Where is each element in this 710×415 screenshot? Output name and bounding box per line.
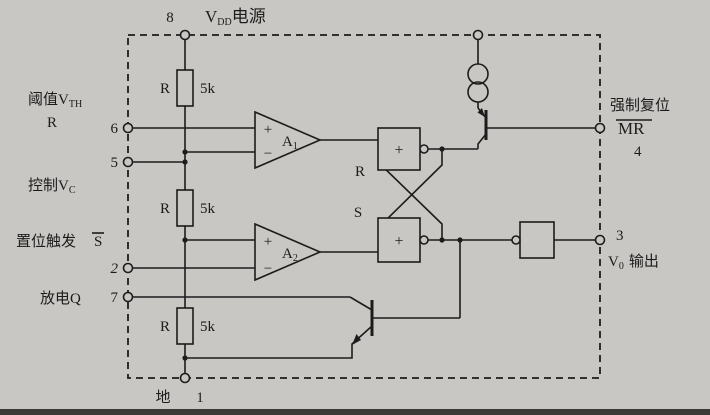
pin-6-terminal bbox=[122, 122, 134, 134]
vdd-label: VDD电源 bbox=[205, 7, 266, 28]
discharge-emitter-wire bbox=[185, 325, 373, 359]
ic-boundary bbox=[127, 34, 601, 379]
comparator-a1: + − A1 bbox=[254, 110, 323, 170]
pin-5-label: 5 bbox=[111, 155, 119, 171]
pin-8-terminal bbox=[179, 29, 191, 41]
r2-value: 5k bbox=[200, 201, 216, 217]
resistor-r1 bbox=[176, 69, 194, 107]
a2-label: A2 bbox=[282, 246, 298, 264]
discharge-label: 放电Q bbox=[40, 290, 81, 307]
a2-plus-label: + bbox=[264, 234, 272, 250]
pin-7-terminal bbox=[122, 291, 134, 303]
discharge-collector-lead bbox=[349, 296, 373, 311]
r2-name: R bbox=[160, 201, 170, 217]
discharge-transistor-arrow bbox=[352, 334, 361, 345]
nor-gate-s-symbol: + bbox=[394, 233, 403, 250]
cross-couple-wire-2 bbox=[377, 161, 443, 240]
nor-gate-s-bubble bbox=[419, 235, 429, 245]
inverter-body bbox=[519, 221, 555, 259]
pin-5-terminal bbox=[122, 156, 134, 168]
set-trigger-sbar-label: S bbox=[94, 234, 102, 250]
reset-title-label: 强制复位 bbox=[610, 96, 670, 114]
pin-1-label: 1 bbox=[196, 390, 204, 406]
reset-transistor bbox=[477, 108, 488, 140]
pin-2-label: 2 bbox=[111, 261, 119, 277]
discharge-base-wire bbox=[372, 240, 461, 319]
current-source-circle-top bbox=[467, 63, 489, 85]
comparator-a2: + − A2 bbox=[254, 222, 323, 282]
pin-3-terminal bbox=[594, 234, 606, 246]
pin-terminals bbox=[122, 29, 606, 384]
r3-name: R bbox=[160, 319, 170, 335]
nor-gate-r-bubble bbox=[419, 144, 429, 154]
output-inverter bbox=[511, 221, 555, 259]
pin-6-label: 6 bbox=[111, 121, 119, 137]
cross-couple-wire-1 bbox=[377, 149, 443, 229]
pin-4-label: 4 bbox=[634, 144, 642, 160]
pin-1-terminal bbox=[179, 372, 191, 384]
pin-8-label: 8 bbox=[166, 10, 174, 26]
inverter-bubble bbox=[511, 235, 521, 245]
r1-name: R bbox=[160, 81, 170, 97]
comparator-a1-body bbox=[254, 110, 323, 170]
current-source bbox=[467, 63, 489, 103]
junction-dots bbox=[182, 146, 463, 361]
reset-transistor-arrow bbox=[477, 108, 485, 117]
control-label: 控制VC bbox=[28, 177, 76, 196]
set-trigger-label: 置位触发 bbox=[16, 233, 76, 250]
threshold-r-label: R bbox=[47, 115, 57, 131]
current-source-circle-bottom bbox=[467, 81, 489, 103]
r1-value: 5k bbox=[200, 81, 216, 97]
pin-2-terminal bbox=[122, 262, 134, 274]
nor-gate-r-symbol: + bbox=[394, 142, 403, 159]
mr-label: MR bbox=[618, 119, 645, 138]
resistor-r3 bbox=[176, 307, 194, 345]
threshold-label: 阈值VTH bbox=[28, 91, 82, 110]
resistor-r2 bbox=[176, 189, 194, 227]
a1-minus-label: − bbox=[264, 146, 272, 162]
nor-gate-r bbox=[377, 127, 421, 171]
resistor-labels: R 5k R 5k R 5k bbox=[160, 81, 216, 335]
comparator-a2-body bbox=[254, 222, 323, 282]
rs-latch: + + R S bbox=[354, 127, 429, 263]
mr-collector-lead bbox=[477, 133, 487, 149]
scan-edge-artifact bbox=[0, 409, 710, 415]
discharge-transistor bbox=[352, 300, 374, 345]
r3-value: 5k bbox=[200, 319, 216, 335]
pin-7-label: 7 bbox=[111, 290, 119, 306]
vdd-internal-terminal bbox=[472, 29, 484, 41]
pin-3-label: 3 bbox=[616, 228, 624, 244]
a1-label: A1 bbox=[282, 134, 298, 152]
latch-r-label: R bbox=[355, 164, 365, 180]
ground-label: 地 bbox=[155, 389, 170, 406]
a2-minus-label: − bbox=[264, 261, 272, 277]
left-labels: 阈值VTH R 6 5 控制VC 置位触发 S 2 放电Q 7 bbox=[16, 91, 119, 307]
a1-plus-label: + bbox=[264, 122, 272, 138]
pin-4-terminal bbox=[594, 122, 606, 134]
voltage-divider bbox=[176, 69, 194, 345]
latch-s-label: S bbox=[354, 205, 362, 221]
wires bbox=[128, 35, 600, 378]
